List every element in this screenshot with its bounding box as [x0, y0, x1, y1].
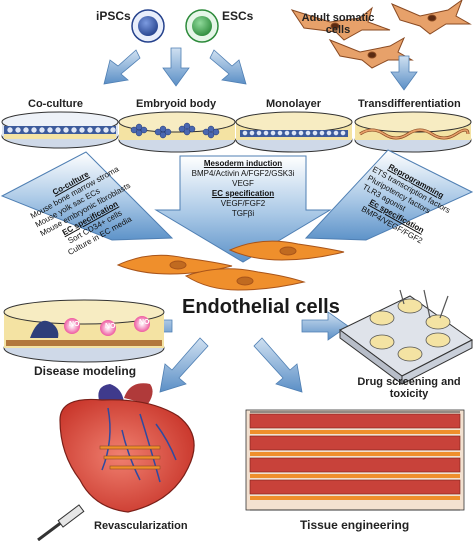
- center-line-1: BMP4/Activin A/FGF2/GSK3i: [191, 169, 295, 178]
- endothelial-cells-icon: [116, 240, 345, 291]
- coculture-dish: [1, 111, 119, 149]
- heart-icon: [37, 383, 195, 542]
- monolayer-dish: [235, 111, 353, 153]
- center-heading-mesoderm: Mesoderm induction: [203, 159, 283, 168]
- center-line-4: TGFβi: [231, 209, 255, 218]
- transdifferentiation-label: Transdifferentiation: [358, 98, 461, 110]
- drug-label-line-2: toxicity: [389, 388, 429, 400]
- center-line-3: VEGF/FGF2: [220, 199, 266, 208]
- adult-somatic-cells-label: Adult somatic cells: [294, 12, 382, 36]
- transdifferentiation-dish: [354, 111, 472, 153]
- source-arrows: [103, 47, 418, 91]
- disease-modeling-label: Disease modeling: [34, 364, 137, 378]
- esc-label: ESCs: [222, 9, 254, 23]
- adult-somatic-cells-icon: [290, 0, 472, 69]
- tissue-engineering-label: Tissue engineering: [300, 518, 410, 532]
- no-label-1: NO: [69, 321, 80, 328]
- coculture-label: Co-culture: [28, 98, 83, 110]
- esc-cell-icon: [185, 9, 219, 43]
- drug-screening-plate: [339, 289, 473, 385]
- endothelial-cells-title: Endothelial cells: [182, 296, 340, 318]
- protocol-arrows: [0, 149, 474, 263]
- revascularization-label: Revascularization: [94, 520, 188, 532]
- drug-screening-label: Drug screening and toxicity: [344, 376, 474, 400]
- adult-label-line-1: Adult somatic: [301, 12, 375, 24]
- ipsc-cell-icon: [131, 9, 165, 43]
- tissue-engineering-icon: [245, 409, 465, 511]
- disease-model-dish: [3, 299, 165, 363]
- embryoid-body-dish: [118, 111, 236, 153]
- embryoid-body-label: Embryoid body: [136, 98, 217, 110]
- monolayer-label: Monolayer: [266, 98, 322, 110]
- center-line-2: VEGF: [232, 179, 254, 188]
- drug-label-line-1: Drug screening and: [357, 376, 461, 388]
- no-label-3: NO: [139, 319, 150, 326]
- center-protocol-text: Mesoderm induction BMP4/Activin A/FGF2/G…: [168, 159, 318, 219]
- no-label-2: NO: [105, 323, 116, 330]
- ipsc-label: iPSCs: [96, 9, 131, 23]
- center-heading-ec-spec: EC specification: [211, 189, 275, 198]
- adult-label-line-2: cells: [325, 24, 351, 36]
